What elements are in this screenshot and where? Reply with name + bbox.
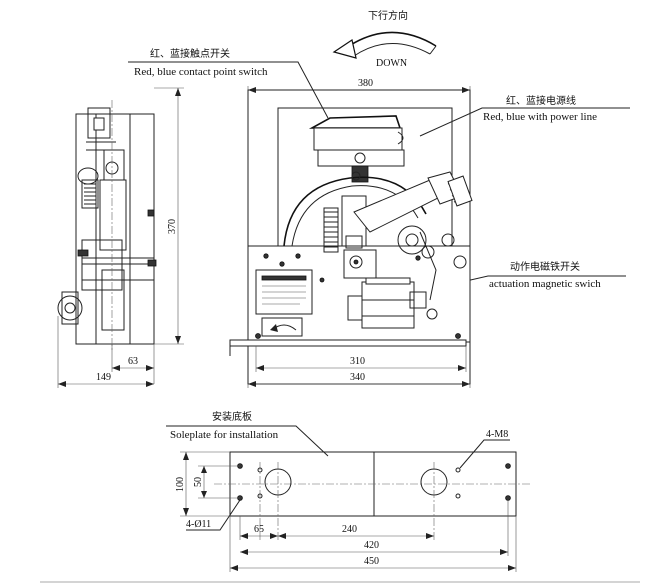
dim-310-label: 310 <box>350 356 365 367</box>
dim-380-label: 380 <box>358 78 373 89</box>
dim-380: 380 <box>247 78 471 100</box>
label-holes-small: 4-Ø11 <box>186 499 241 531</box>
power-line-cn: 红、蓝接电源线 <box>506 94 576 107</box>
soleplate-view: 安装底板 Soleplate for installation 4-M8 4- <box>166 410 530 572</box>
dim-420: 420 <box>240 500 509 556</box>
dim-65: 65 <box>239 516 278 540</box>
holes-bolt-label: 4-M8 <box>486 429 508 440</box>
dim-63-label: 63 <box>128 356 138 367</box>
soleplate-en: Soleplate for installation <box>170 429 279 441</box>
nameplate-icon <box>255 269 313 315</box>
front-view: 380 <box>229 78 473 388</box>
electromagnet-icon <box>347 277 427 329</box>
direction-arrow-icon <box>345 31 437 49</box>
soleplate-cn: 安装底板 <box>212 410 252 423</box>
dim-65-label: 65 <box>254 524 264 535</box>
contact-switch-icon <box>308 115 405 183</box>
dim-370-label: 370 <box>167 219 178 234</box>
dim-100-label: 100 <box>175 477 186 492</box>
arrow-plate-icon <box>261 317 303 337</box>
dim-149: 149 <box>57 316 154 388</box>
side-view: 370 63 149 <box>57 87 184 388</box>
label-contact-switch: 红、蓝接触点开关 Red, blue contact point switch <box>128 47 329 119</box>
dim-450: 450 <box>229 516 517 572</box>
magnetic-switch-cn: 动作电磁铁开关 <box>510 260 580 273</box>
dim-100: 100 <box>175 451 230 517</box>
direction-arrowhead-icon <box>332 39 357 59</box>
main-spring-icon <box>323 207 339 253</box>
contact-switch-en: Red, blue contact point switch <box>134 66 268 78</box>
power-line-en: Red, blue with power line <box>483 111 597 123</box>
arm-spring-icon <box>353 171 473 233</box>
holes-small-label: 4-Ø11 <box>186 519 211 530</box>
label-holes-bolt: 4-M8 <box>459 429 510 469</box>
dim-450-label: 450 <box>364 556 379 567</box>
dim-240-label: 240 <box>342 524 357 535</box>
label-power-line: 红、蓝接电源线 Red, blue with power line <box>419 94 630 137</box>
dim-420-label: 420 <box>364 540 379 551</box>
dim-50: 50 <box>193 465 240 499</box>
direction-indicator: 下行方向 DOWN <box>332 9 437 69</box>
dim-50-label: 50 <box>193 477 204 487</box>
dim-310: 310 <box>255 346 467 372</box>
dim-240: 240 <box>278 524 434 539</box>
label-soleplate: 安装底板 Soleplate for installation <box>166 410 329 457</box>
direction-label-en: DOWN <box>376 58 407 69</box>
contact-switch-cn: 红、蓝接触点开关 <box>150 47 230 60</box>
direction-label-cn: 下行方向 <box>368 9 408 22</box>
dim-370: 370 <box>154 87 184 345</box>
dim-149-label: 149 <box>96 372 111 383</box>
magnetic-switch-en: actuation magnetic swich <box>489 278 601 290</box>
dim-340-label: 340 <box>350 372 365 383</box>
dim-63: 63 <box>111 344 155 384</box>
dim-340: 340 <box>247 372 471 388</box>
